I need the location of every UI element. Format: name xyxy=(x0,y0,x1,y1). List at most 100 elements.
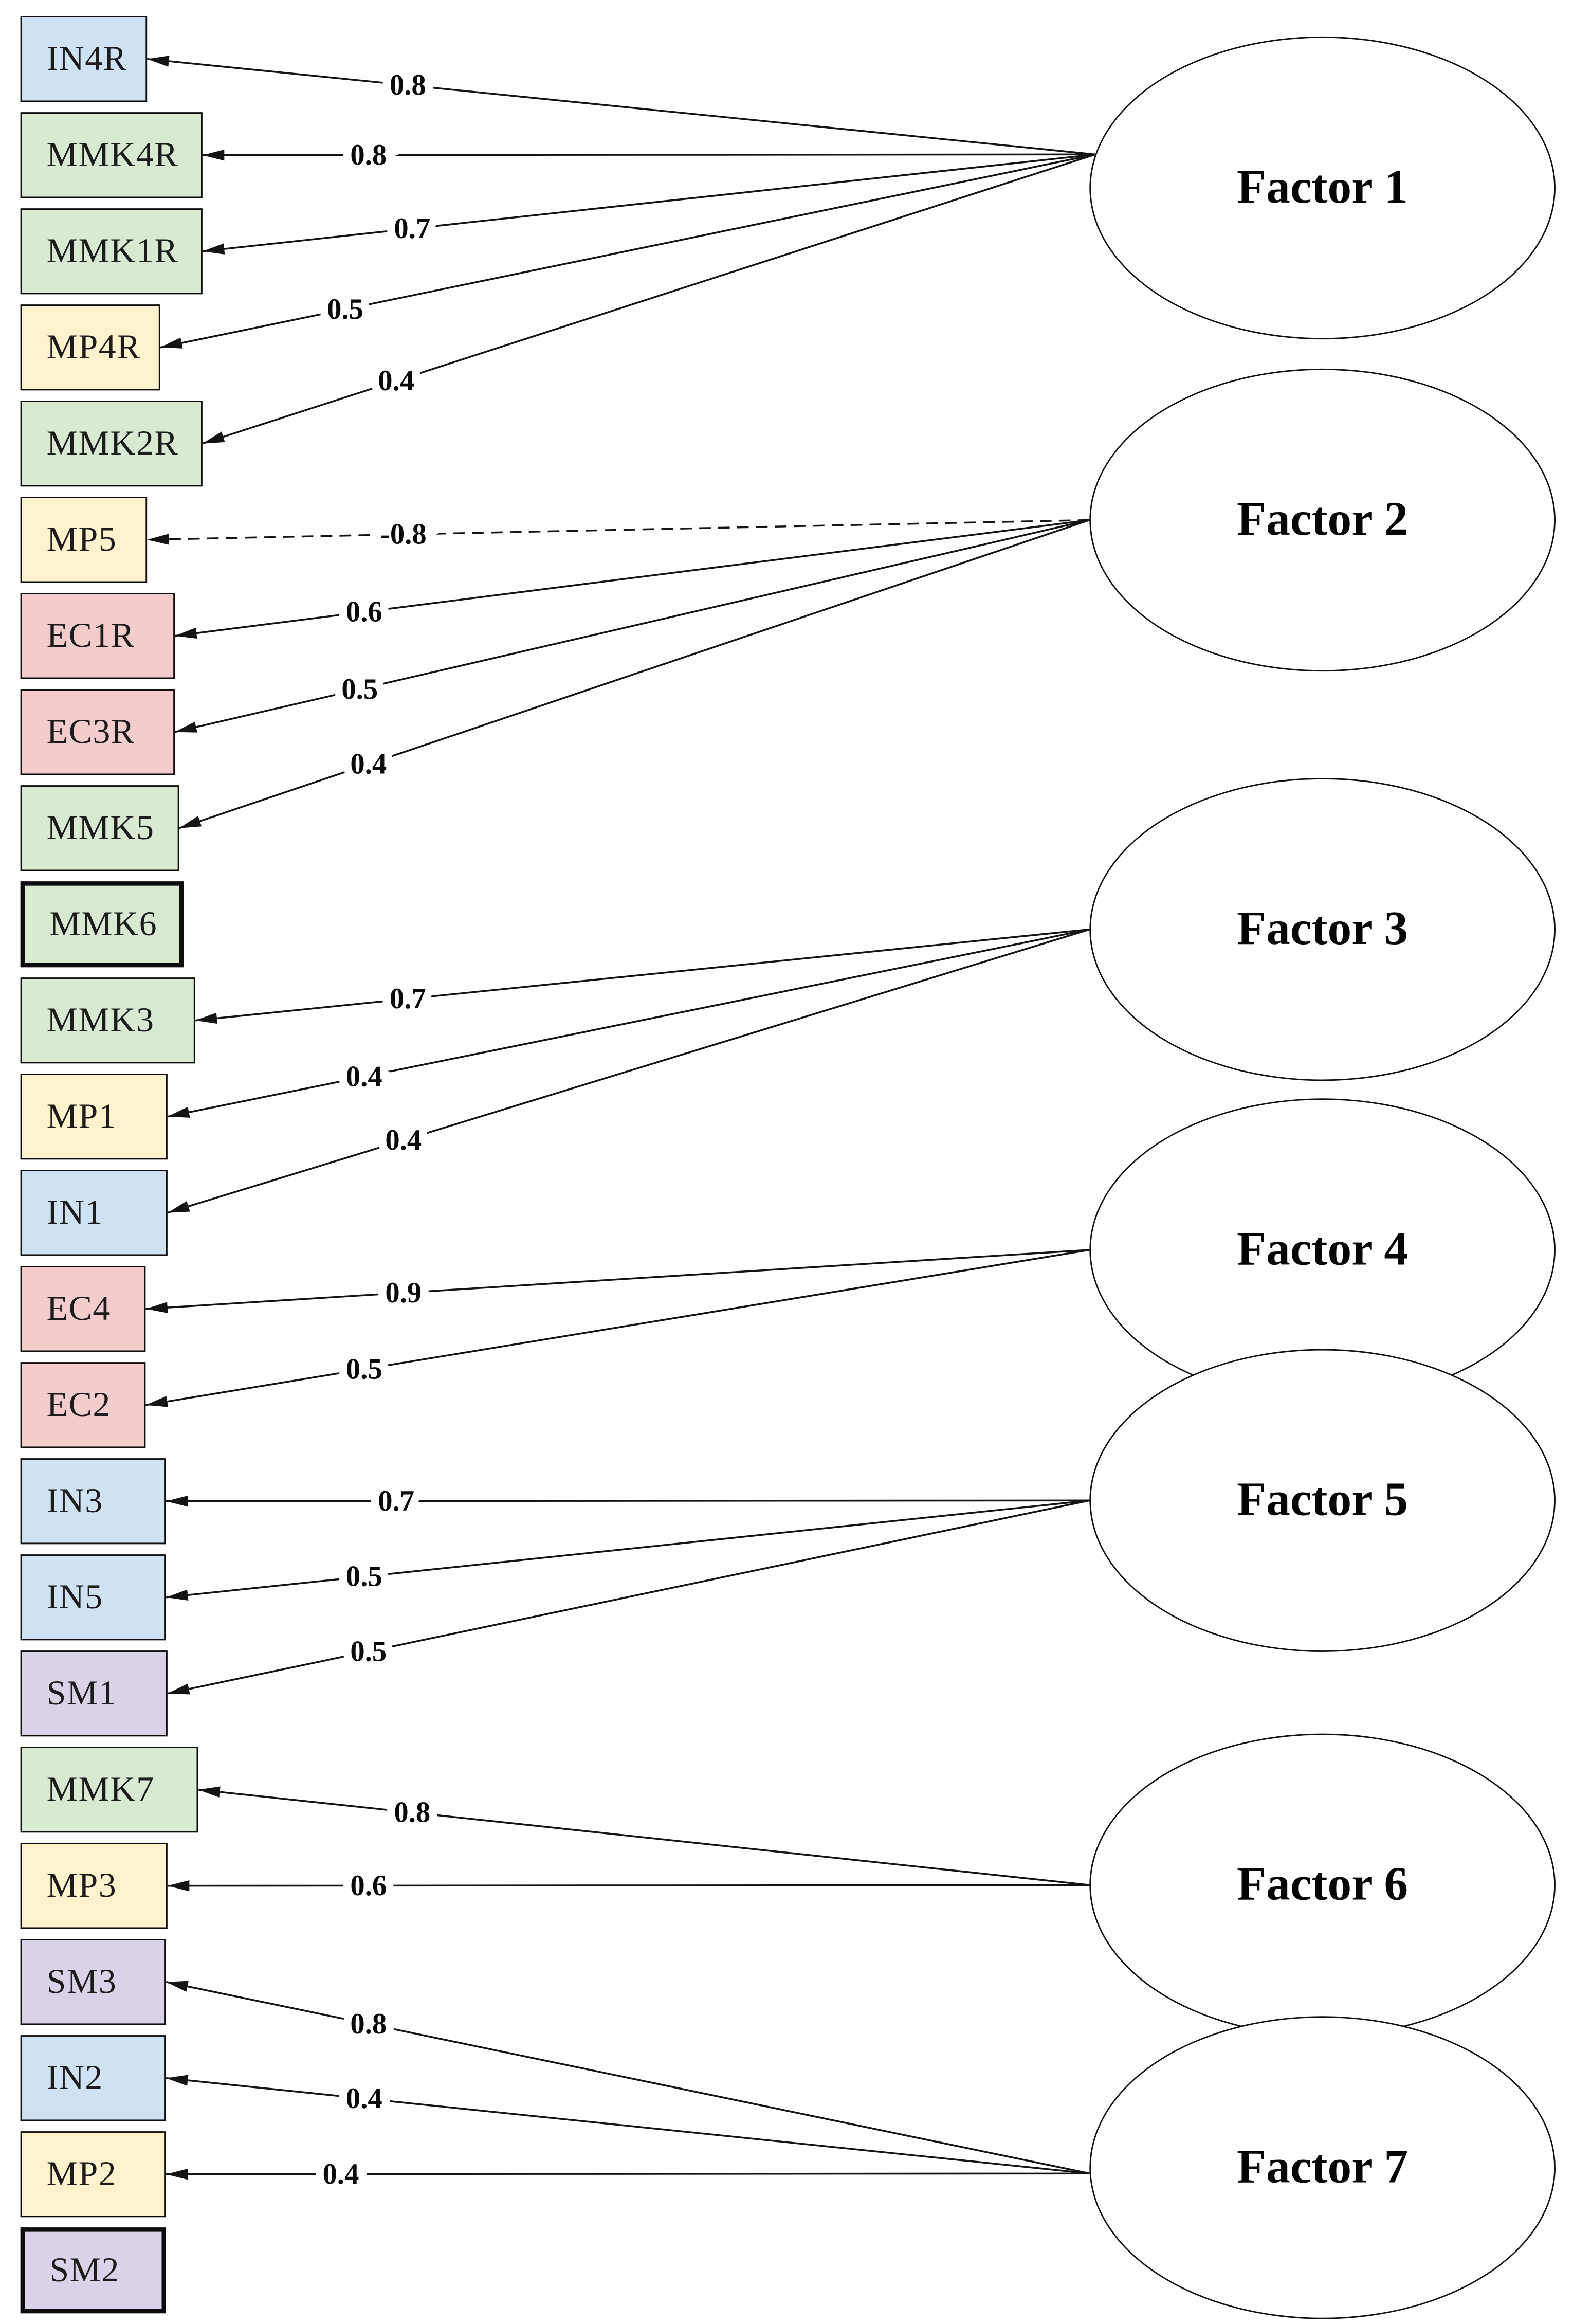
loading-arrow-line xyxy=(202,149,1095,161)
loading-value-label: 0.4 xyxy=(346,1061,382,1093)
edge-factor-7-sm3: 0.8 xyxy=(166,1981,1090,2175)
indicator-label: EC2 xyxy=(46,1386,111,1424)
loading-arrow-line xyxy=(167,928,1090,1214)
loading-value-label: 0.8 xyxy=(394,1797,430,1829)
loading-arrow-line xyxy=(174,519,1090,639)
loading-value-label: 0.6 xyxy=(346,596,382,628)
indicator-label: MP5 xyxy=(46,520,117,559)
indicator-label: MMK7 xyxy=(46,1770,155,1809)
loading-arrow-line xyxy=(166,2075,1090,2175)
indicator-box-mp1: MP1 xyxy=(20,1074,168,1160)
loading-arrow-line xyxy=(167,928,1090,1118)
loading-value-label: 0.7 xyxy=(390,983,426,1015)
edge-factor-7-in2: 0.4 xyxy=(166,2075,1090,2175)
loading-arrow-line xyxy=(147,519,1090,545)
indicator-label: EC1R xyxy=(46,616,135,655)
loading-arrow-line xyxy=(147,56,1095,156)
indicator-box-sm2: SM2 xyxy=(20,2227,166,2314)
loading-value-label: 0.8 xyxy=(350,139,387,171)
edge-factor-1-mp4r: 0.5 xyxy=(160,153,1095,349)
loading-value-label: -0.8 xyxy=(380,519,427,551)
indicator-label: SM3 xyxy=(46,1963,117,2001)
edge-factor-3-in1: 0.4 xyxy=(167,928,1090,1214)
edge-factor-4-ec2: 0.5 xyxy=(145,1249,1090,1407)
loading-arrow-line xyxy=(166,1981,1090,2175)
edge-factor-5-sm1: 0.5 xyxy=(167,1499,1090,1695)
factor-label: Factor 4 xyxy=(1237,1223,1409,1276)
indicator-box-mmk4r: MMK4R xyxy=(20,112,203,198)
loading-arrow-line xyxy=(202,153,1095,255)
factor-label: Factor 1 xyxy=(1237,161,1409,214)
indicator-box-ec4: EC4 xyxy=(20,1266,146,1352)
indicator-box-mmk2r: MMK2R xyxy=(20,401,203,487)
factor-ellipse-6: Factor 6 xyxy=(1089,1733,1556,2037)
indicator-label: IN3 xyxy=(46,1482,103,1520)
indicator-box-in5: IN5 xyxy=(20,1554,166,1641)
indicator-box-mmk6: MMK6 xyxy=(20,881,184,968)
factor-ellipse-1: Factor 1 xyxy=(1089,36,1556,340)
indicator-box-mmk1r: MMK1R xyxy=(20,208,203,295)
indicator-box-sm3: SM3 xyxy=(20,1939,166,2025)
loading-arrow-line xyxy=(145,1249,1090,1313)
loading-arrow-line xyxy=(166,1495,1090,1507)
indicator-label: MP2 xyxy=(46,2155,117,2193)
edges-root: 0.80.80.70.50.4-0.80.60.50.40.70.40.40.9… xyxy=(145,56,1096,2198)
loading-arrow-line xyxy=(178,519,1090,829)
indicator-label: MP3 xyxy=(46,1866,117,1905)
loading-arrow-line xyxy=(174,519,1090,733)
factor-ellipse-2: Factor 2 xyxy=(1089,368,1556,672)
factor-label: Factor 3 xyxy=(1237,902,1409,955)
factor-ellipse-5: Factor 5 xyxy=(1089,1349,1556,1652)
indicator-label: MP1 xyxy=(46,1097,117,1136)
loading-arrow-line xyxy=(167,1499,1090,1695)
edge-factor-6-mp3: 0.6 xyxy=(167,1862,1090,1910)
edge-factor-5-in5: 0.5 xyxy=(166,1499,1090,1601)
indicator-label: IN1 xyxy=(46,1193,103,1232)
edge-factor-1-mmk1r: 0.7 xyxy=(202,153,1095,255)
factor-label: Factor 2 xyxy=(1237,493,1409,546)
loading-value-label: 0.6 xyxy=(350,1870,387,1902)
factor-ellipse-3: Factor 3 xyxy=(1089,777,1556,1081)
edge-factor-2-mp5: -0.8 xyxy=(147,511,1090,558)
edge-factor-1-in4r: 0.8 xyxy=(147,56,1095,156)
indicator-box-in3: IN3 xyxy=(20,1458,166,1545)
loading-value-label: 0.4 xyxy=(346,2083,382,2115)
factor-label: Factor 6 xyxy=(1237,1858,1409,1911)
loading-value-label: 0.5 xyxy=(341,674,378,705)
edge-factor-7-mp2: 0.4 xyxy=(166,2150,1090,2198)
indicator-label: MP4R xyxy=(46,328,141,367)
edge-factor-2-ec3r: 0.5 xyxy=(174,519,1090,733)
edge-factor-2-mmk5: 0.4 xyxy=(178,519,1090,829)
indicator-box-mmk3: MMK3 xyxy=(20,977,195,1064)
indicator-label: MMK1R xyxy=(46,232,179,270)
indicator-label: IN2 xyxy=(46,2059,103,2097)
loading-value-label: 0.7 xyxy=(394,213,430,245)
indicator-box-mp5: MP5 xyxy=(20,497,148,583)
loading-value-label: 0.7 xyxy=(378,1485,414,1517)
indicator-label: EC4 xyxy=(46,1290,111,1328)
indicator-label: SM1 xyxy=(46,1674,117,1713)
loading-value-label: 0.8 xyxy=(350,2008,387,2040)
indicator-box-ec1r: EC1R xyxy=(20,593,175,679)
indicator-label: MMK5 xyxy=(46,809,155,847)
indicator-box-mp2: MP2 xyxy=(20,2131,166,2218)
edge-factor-5-in3: 0.7 xyxy=(166,1477,1090,1525)
loading-arrow-line xyxy=(195,928,1090,1024)
indicator-label: MMK3 xyxy=(46,1001,155,1040)
indicator-box-in4r: IN4R xyxy=(20,16,148,102)
loading-value-label: 0.5 xyxy=(346,1561,382,1593)
loading-arrow-line xyxy=(160,153,1095,349)
indicator-box-mp4r: MP4R xyxy=(20,304,160,391)
edge-factor-1-mmk4r: 0.8 xyxy=(202,131,1095,179)
loading-value-label: 0.5 xyxy=(327,294,363,325)
edge-factor-2-ec1r: 0.6 xyxy=(174,519,1090,639)
indicator-label: MMK4R xyxy=(46,136,179,174)
loading-value-label: 0.4 xyxy=(350,749,387,780)
loading-arrow-line xyxy=(198,1786,1090,1886)
loading-value-label: 0.5 xyxy=(350,1636,387,1667)
factor-label: Factor 7 xyxy=(1237,2140,1409,2193)
indicator-box-ec2: EC2 xyxy=(20,1362,146,1448)
edge-factor-3-mmk3: 0.7 xyxy=(195,928,1090,1024)
